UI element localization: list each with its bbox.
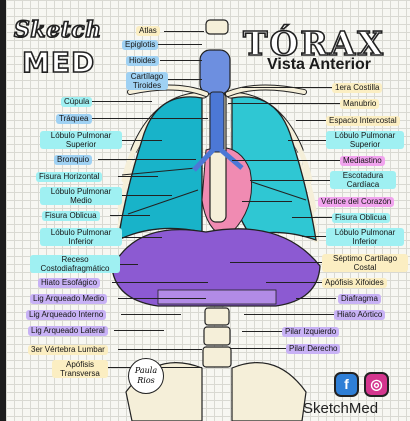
leader-line: [166, 79, 202, 80]
instagram-icon[interactable]: ◎: [364, 372, 389, 397]
label-horizontal-fissure: Fisura Horizontal: [36, 172, 102, 182]
label-esophageal-hiatus: Hiato Esofágico: [38, 278, 100, 288]
label-seventh-costal-cartilage: Séptimo Cartílago Costal: [322, 254, 408, 272]
label-bronchus: Bronquio: [54, 155, 92, 165]
leader-line: [118, 264, 138, 265]
leader-line: [302, 236, 326, 237]
leader-line: [118, 349, 202, 350]
label-left-crus: Pilar Izquierdo: [282, 327, 339, 337]
leader-line: [114, 330, 164, 331]
leader-line: [110, 215, 150, 216]
leader-line: [228, 103, 340, 104]
leader-line: [160, 60, 202, 61]
label-cupula: Cúpula: [61, 97, 92, 107]
label-middle-lobe: Lóbulo Pulmonar Medio: [40, 187, 122, 205]
label-trachea: Tráquea: [56, 114, 92, 124]
label-aortic-hiatus: Hiato Aórtico: [334, 310, 385, 320]
brand-name: SketchMed: [303, 400, 378, 417]
leader-line: [122, 195, 172, 196]
label-superior-lobe-right: Lóbulo Pulmonar Superior: [326, 131, 404, 149]
label-hyoid: Hioides: [126, 56, 159, 66]
label-mediastinum: Mediastino: [340, 156, 385, 166]
leader-line: [92, 101, 152, 102]
leader-line: [242, 87, 332, 88]
leader-line: [266, 282, 322, 283]
leader-line: [288, 140, 326, 141]
label-lateral-arcuate-lig: Lig Arqueado Lateral: [28, 326, 108, 336]
label-intercostal-space: Espacio Intercostal: [326, 116, 400, 126]
leader-line: [242, 201, 292, 202]
trachea: [210, 92, 224, 152]
leader-line: [230, 262, 322, 263]
label-diaphragm: Diafragma: [338, 294, 381, 304]
label-medial-arcuate-lig: Lig Arqueado Interno: [26, 310, 106, 320]
leader-line: [121, 314, 181, 315]
label-costodiaphragmatic-recess: Receso Costodiafragmático: [30, 255, 120, 273]
leader-line: [122, 140, 162, 141]
leader-line: [292, 217, 332, 218]
label-heart-apex: Vértice del Corazón: [318, 197, 394, 207]
leader-line: [164, 31, 204, 32]
leader-line: [242, 331, 282, 332]
leader-line: [118, 176, 158, 177]
leader-line: [158, 44, 202, 45]
facebook-icon[interactable]: f: [334, 372, 359, 397]
leader-line: [244, 314, 334, 315]
leader-line: [118, 298, 206, 299]
illustration-sheet: Sketch MED TÓRAX Vista Anterior: [6, 0, 410, 421]
leader-line: [296, 120, 326, 121]
label-median-arcuate-lig: Lig Arqueado Medio: [30, 294, 107, 304]
label-atlas: Atlas: [136, 26, 160, 36]
label-first-rib: 1era Costilla: [332, 83, 382, 93]
leader-line: [112, 282, 208, 283]
label-transverse-process: Apófisis Transversa: [52, 360, 108, 378]
label-superior-lobe-left: Lóbulo Pulmonar Superior: [40, 131, 122, 149]
leader-line: [296, 298, 336, 299]
label-oblique-fissure-left: Fisura Oblicua: [42, 211, 100, 221]
label-manubrium: Manubrio: [340, 99, 379, 109]
leader-line: [122, 237, 162, 238]
label-right-crus: Pilar Derecho: [286, 344, 340, 354]
leader-line: [92, 118, 208, 119]
label-xiphoid-process: Apófisis Xifoides: [322, 278, 387, 288]
leader-line: [232, 160, 342, 161]
larynx: [200, 50, 230, 94]
label-epiglottis: Epiglotis: [122, 40, 158, 50]
artist-signature: Paula Rios: [128, 358, 164, 394]
label-oblique-fissure-right: Fisura Oblicua: [332, 213, 390, 223]
leader-line: [98, 159, 196, 160]
leader-line: [230, 348, 286, 349]
label-inferior-lobe-left: Lóbulo Pulmonar Inferior: [40, 228, 122, 246]
label-l3-vertebra: 3er Vértebra Lumbar: [28, 345, 108, 355]
label-inferior-lobe-right: Lóbulo Pulmonar Inferior: [326, 228, 404, 246]
label-cardiac-notch: Escotadura Cardíaca: [330, 171, 396, 189]
label-thyroid-cartilage: Cartílago Tiroides: [126, 72, 168, 90]
leader-line: [250, 180, 330, 181]
